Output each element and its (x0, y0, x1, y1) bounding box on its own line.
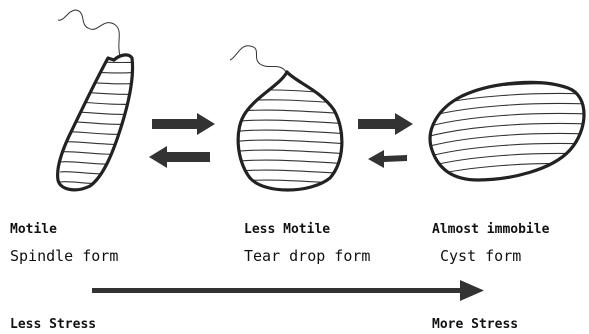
teardrop-flagellum (230, 46, 286, 72)
stage-1-form: Spindle form (10, 247, 118, 265)
stress-label-left: Less Stress (10, 317, 96, 332)
arrow-left-2 (368, 150, 407, 168)
stage-2-motility: Less Motile (244, 222, 330, 237)
stage-3-form: Cyst form (440, 247, 521, 265)
spindle-flagellum (58, 10, 120, 56)
stress-label-right: More Stress (432, 317, 518, 332)
spindle-cell (58, 10, 140, 190)
teardrop-cell (230, 46, 350, 190)
spindle-outline (58, 55, 133, 190)
arrow-right-2 (358, 113, 413, 135)
stress-arrow (92, 280, 484, 301)
arrow-right-1 (152, 113, 215, 135)
spindle-striations (60, 61, 140, 184)
stage-1-motility: Motile (10, 222, 57, 237)
arrow-left-1 (149, 146, 210, 168)
cyst-cell (430, 82, 589, 180)
cyst-striations (430, 84, 589, 177)
stage-2-form: Tear drop form (244, 247, 370, 265)
teardrop-striations (230, 90, 350, 184)
stage-3-motility: Almost immobile (432, 222, 550, 237)
